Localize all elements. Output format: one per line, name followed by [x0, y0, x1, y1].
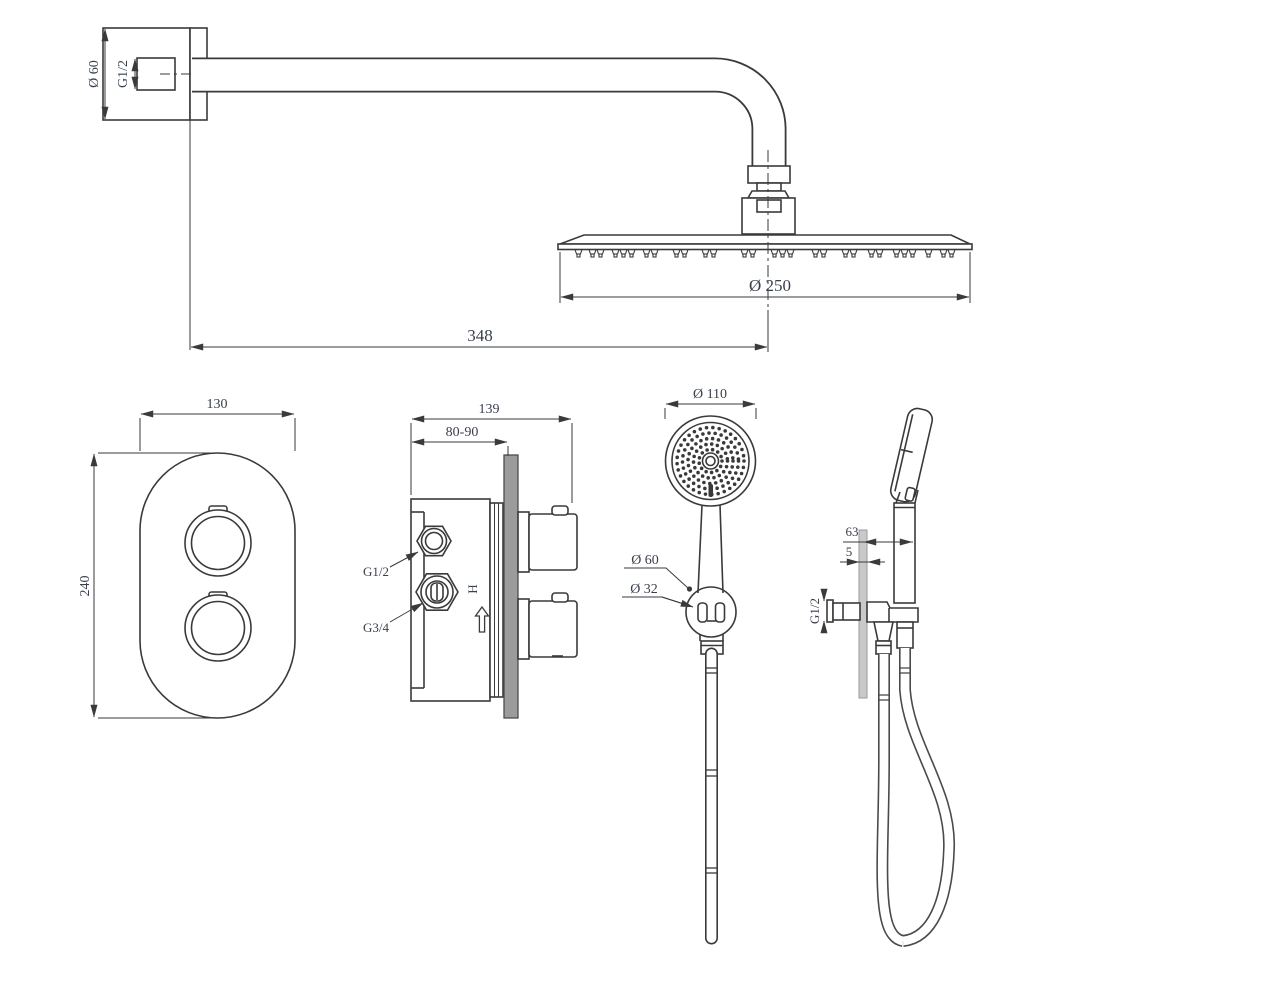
view-hand-shower-front: Ø 110 [622, 387, 757, 945]
dim-arm-thread-label: G1/2 [116, 60, 131, 88]
dim-flange-diameter-label: Ø 60 [87, 60, 102, 88]
view-hand-shower-side: 63 5 G1/2 [807, 407, 956, 947]
dim-plate-width: 130 [139, 397, 296, 451]
hose-connectors-side [873, 621, 914, 655]
dim-install-depth-label: 80-90 [446, 425, 479, 440]
hand-shower-side-head [889, 407, 934, 503]
inlet-fitting-bottom [415, 572, 459, 612]
view-rain-shower-arm: Ø 60 G1/2 Ø 250 348 [87, 27, 973, 352]
valve-mounting-plate [489, 502, 504, 698]
outlet-thread-label: G1/2 [807, 598, 822, 624]
rain-head-nozzles [574, 248, 956, 258]
dim-head-diameter-label: Ø 250 [749, 276, 791, 295]
dim-total-depth: 139 [410, 402, 573, 503]
dim-outlet-thread: G1/2 [807, 588, 828, 634]
rain-shower-head [557, 150, 973, 320]
bracket-holder-side [866, 601, 919, 623]
hand-shower-bracket-ring [685, 586, 737, 638]
dim-hand-head-diameter: Ø 110 [664, 387, 757, 419]
inlet-top-label: G1/2 [363, 564, 389, 579]
dim-plate-width-label: 130 [207, 397, 228, 412]
view-valve-side: G1/2 G3/4 H 139 80-90 [363, 402, 578, 719]
inlet-bottom-label: G3/4 [363, 620, 390, 635]
valve-side-knob-top [517, 505, 578, 573]
hand-shower-handle [697, 504, 724, 594]
dim-install-depth: 80-90 [411, 425, 509, 456]
dim-bracket-offset: 63 [843, 524, 913, 546]
dim-head-diameter: Ø 250 [559, 252, 971, 303]
dim-bracket-offset-label: 63 [846, 524, 859, 539]
dim-arm-reach-label: 348 [467, 326, 493, 345]
bracket-diameter-label: Ø 60 [631, 553, 659, 568]
dim-plate-thickness-label: 5 [846, 544, 853, 559]
valve-escutcheon-edge [503, 454, 519, 719]
dim-total-depth-label: 139 [479, 402, 500, 417]
dim-arm-reach: 348 [190, 310, 769, 352]
leader-bracket-diameter: Ø 60 [624, 553, 693, 592]
water-outlet-elbow [826, 599, 861, 623]
spray-mode-slot [708, 484, 713, 497]
hose-front [705, 647, 718, 945]
inlet-fitting-top [416, 525, 452, 557]
leader-inlet-bottom: G3/4 [363, 602, 424, 635]
leader-inlet-top: G1/2 [363, 551, 419, 579]
valve-face-plate [139, 452, 296, 719]
hot-side-marker: H [465, 584, 480, 593]
hand-shower-side-handle [893, 489, 919, 604]
dim-plate-height: 240 [78, 452, 216, 719]
dim-plate-height-label: 240 [78, 576, 93, 597]
valve-side-knob-bottom [517, 592, 578, 660]
dim-hand-head-diameter-label: Ø 110 [693, 387, 727, 402]
dim-arm-thread: G1/2 [116, 58, 139, 90]
valve-knob-bottom [184, 591, 252, 662]
dim-plate-thickness: 5 [840, 544, 885, 566]
valve-knob-top [184, 505, 252, 577]
handle-diameter-label: Ø 32 [630, 582, 658, 597]
dim-flange-diameter: Ø 60 [87, 28, 109, 120]
view-valve-front: 130 240 [78, 397, 296, 719]
hose-loop-side [876, 648, 956, 947]
up-arrow-icon [474, 605, 490, 633]
shower-arm-tube-inner [192, 59, 785, 168]
hand-shower-head [664, 415, 757, 507]
leader-handle-diameter: Ø 32 [622, 582, 694, 608]
